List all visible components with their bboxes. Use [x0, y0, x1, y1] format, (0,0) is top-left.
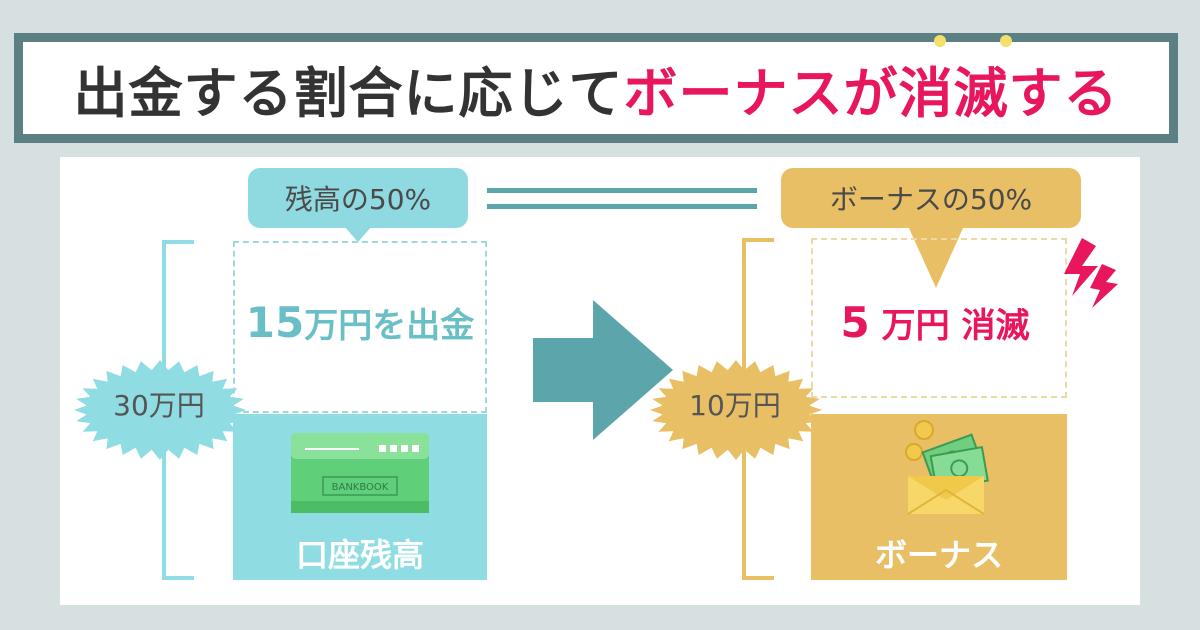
bonus-label: ボーナス: [874, 536, 1003, 574]
left-total-amount: 30万円: [113, 389, 205, 422]
left-ratio-label: 残高の50%: [284, 183, 432, 216]
bankbook-icon: BANKBOOK: [291, 433, 429, 513]
title-prefix: 出金する割合に応じて: [73, 61, 624, 125]
right-arrow-icon: [533, 300, 673, 440]
right-bubble-tail: [908, 226, 964, 288]
left-bubble-tail: [344, 226, 372, 242]
bonus-loss-text: 万円 消滅: [869, 306, 1030, 346]
title-banner: [14, 33, 1178, 143]
bankbook-card-text: BANKBOOK: [332, 482, 389, 493]
title-accent: ボーナスが消滅する: [623, 61, 1119, 125]
right-starburst: [650, 360, 822, 460]
title-text: 出金する割合に応じてボーナスが消滅する: [14, 33, 1178, 143]
withdraw-amount-number: 15: [245, 298, 305, 347]
right-total-amount: 10万円: [689, 389, 781, 422]
right-ratio-bubble: ボーナスの50%: [781, 168, 1081, 228]
right-ratio-label: ボーナスの50%: [829, 183, 1033, 216]
left-starburst: [74, 360, 246, 460]
sparkle-dot-icon: [1000, 35, 1012, 47]
bonus-loss-number: 5: [840, 298, 870, 347]
withdraw-dashed-box: [233, 241, 487, 413]
lightning-icon: [1064, 238, 1118, 308]
sparkle-dot-icon: [934, 35, 946, 47]
bonus-loss-dashed-box: [811, 238, 1067, 398]
account-balance-label: 口座残高: [295, 536, 424, 574]
withdraw-amount: 15万円を出金: [235, 298, 485, 347]
money-envelope-icon: [905, 420, 989, 515]
left-ratio-bubble: 残高の50%: [248, 168, 468, 228]
equals-sign: [487, 188, 757, 209]
withdraw-amount-text: 万円を出金: [304, 306, 475, 346]
bonus-loss-amount: 5 万円 消滅: [800, 298, 1070, 347]
